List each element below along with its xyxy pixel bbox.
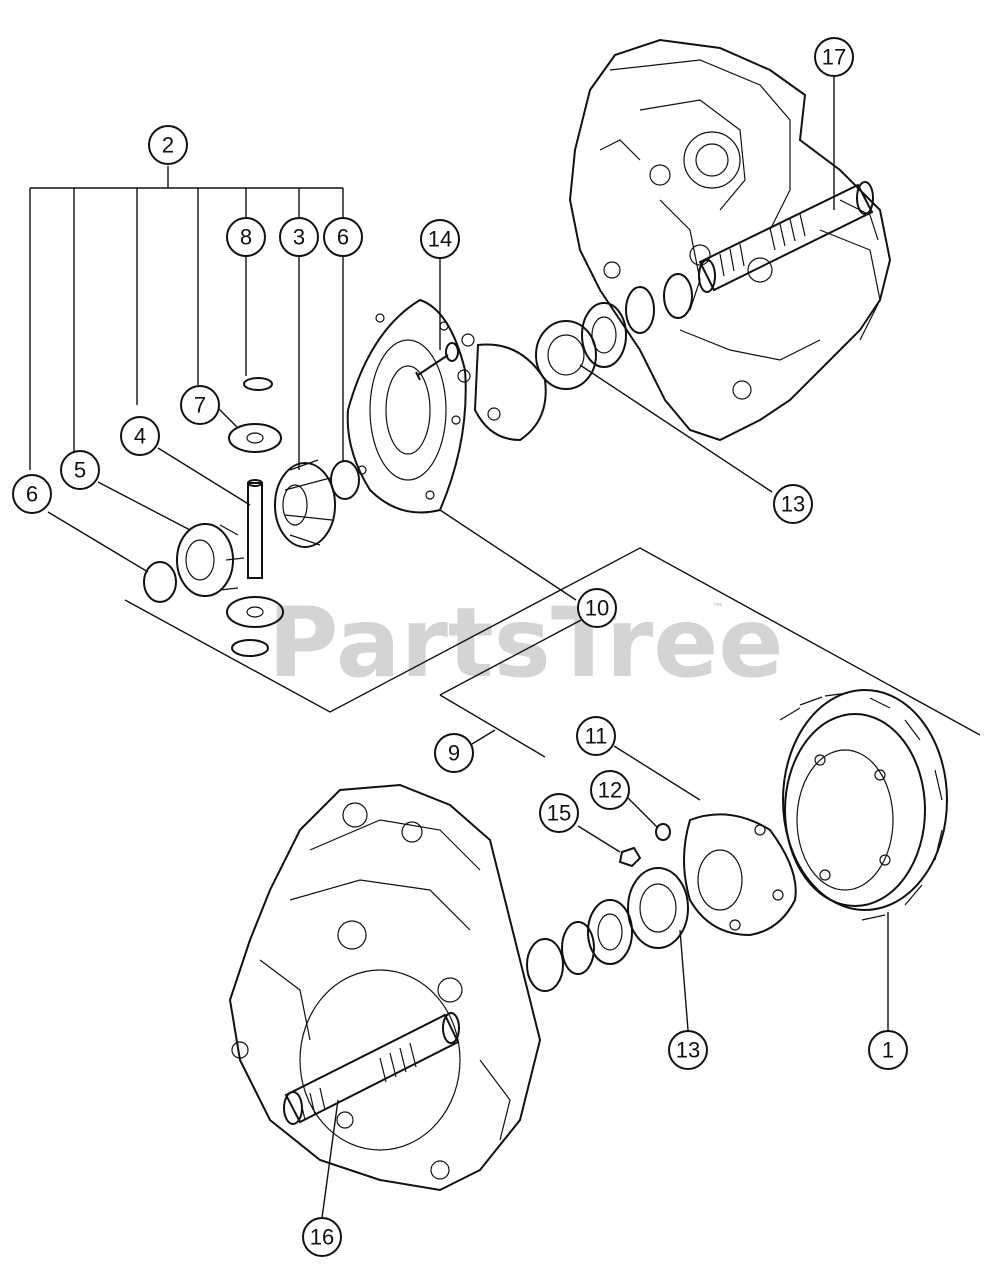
svg-text:17: 17 — [822, 45, 846, 70]
svg-text:2: 2 — [162, 133, 174, 158]
callout-8: 8 — [226, 217, 266, 257]
kit-outline-lower — [439, 694, 546, 758]
callout-11: 11 — [576, 716, 616, 756]
callout-12: 12 — [590, 770, 630, 810]
svg-text:5: 5 — [74, 458, 86, 483]
callout-13-lower: 13 — [668, 1030, 708, 1070]
callout-7: 7 — [180, 385, 220, 425]
hex-nut — [618, 846, 642, 868]
leader-lines — [29, 76, 889, 1219]
svg-text:16: 16 — [310, 1225, 334, 1250]
kit-outline-upper — [124, 547, 981, 736]
lower-bearing-set — [526, 867, 689, 992]
svg-text:8: 8 — [240, 225, 252, 250]
callout-17: 17 — [814, 37, 854, 77]
kit-outline-link — [439, 609, 601, 696]
svg-text:9: 9 — [448, 741, 460, 766]
lock-washer — [655, 823, 671, 841]
side-gear — [274, 459, 336, 548]
svg-text:1: 1 — [882, 1038, 894, 1063]
differential-case-half-lower — [683, 813, 797, 937]
callout-13-upper: 13 — [773, 484, 813, 524]
ring-gear — [779, 689, 948, 921]
svg-text:7: 7 — [194, 393, 206, 418]
lower-transaxle-housing — [228, 783, 542, 1192]
svg-text:10: 10 — [585, 596, 609, 621]
callout-6-lower: 6 — [12, 474, 52, 514]
callout-9: 9 — [434, 733, 474, 773]
callout-4: 4 — [120, 416, 160, 456]
svg-text:11: 11 — [585, 724, 608, 749]
output-shaft-lower — [283, 1012, 460, 1125]
callout-5: 5 — [60, 450, 100, 490]
upper-bearing-set — [535, 273, 693, 390]
svg-text:12: 12 — [598, 778, 622, 803]
svg-text:4: 4 — [134, 424, 146, 449]
differential-case-half-upper — [346, 298, 547, 514]
callout-16: 16 — [302, 1217, 342, 1257]
callout-6-upper: 6 — [323, 217, 363, 257]
svg-text:14: 14 — [428, 227, 452, 252]
output-shaft-upper — [698, 181, 874, 293]
callout-15: 15 — [539, 793, 579, 833]
svg-text:15: 15 — [547, 801, 571, 826]
thrust-washer-left — [143, 561, 177, 603]
svg-text:6: 6 — [26, 482, 38, 507]
svg-text:13: 13 — [781, 492, 805, 517]
bolt — [415, 342, 459, 381]
svg-text:3: 3 — [293, 225, 305, 250]
svg-text:6: 6 — [337, 225, 349, 250]
callout-10: 10 — [577, 588, 617, 628]
watermark-trademark: ™ — [712, 601, 724, 615]
pinion-gear-bottom — [226, 596, 284, 657]
callout-2: 2 — [148, 125, 188, 165]
thrust-washer-right — [330, 460, 360, 500]
pinion-shaft — [247, 479, 263, 579]
callout-1: 1 — [868, 1030, 908, 1070]
side-gear-left — [176, 523, 245, 597]
pinion-gear-top — [228, 377, 282, 453]
svg-text:13: 13 — [676, 1038, 700, 1063]
callout-3: 3 — [279, 217, 319, 257]
watermark: PartsTree — [268, 587, 783, 699]
callout-14: 14 — [420, 219, 460, 259]
upper-transaxle-housing — [568, 38, 892, 442]
